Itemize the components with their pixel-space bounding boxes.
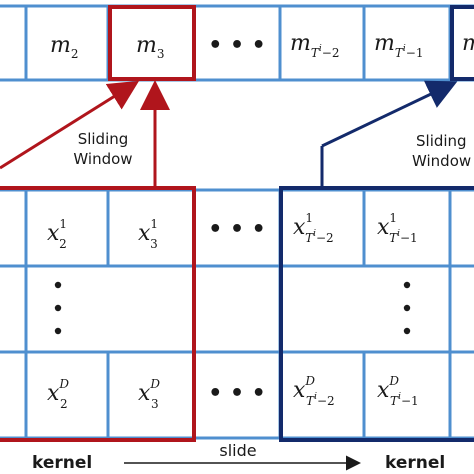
right-arrows — [320, 80, 458, 186]
mT-2-label: mTi−2 — [290, 31, 339, 60]
output-cell-m2 — [24, 4, 110, 82]
vertical-ellipsis-left — [54, 281, 62, 335]
navy-diagonal-arrow — [321, 80, 458, 148]
vertical-ellipsis-right — [403, 281, 411, 335]
input-row1-partial-right — [448, 188, 474, 268]
input-rowD-partial-left — [0, 350, 28, 440]
sliding-window-right-line2: Window — [412, 152, 471, 170]
input-row1-partial-left — [0, 188, 28, 268]
left-arrows — [0, 80, 170, 186]
highlight-m-next — [450, 5, 474, 81]
highlight-m3 — [108, 5, 196, 81]
input-mid-right — [278, 264, 452, 354]
kernel-label-left: kernel — [32, 453, 92, 473]
kernel-label-right: kernel — [385, 453, 445, 473]
input-mid-left — [24, 264, 196, 354]
input-cell-x3-D — [106, 350, 196, 440]
output-cell-dots — [192, 4, 282, 82]
red-diagonal-arrow — [0, 80, 140, 170]
input-grid — [0, 188, 474, 440]
input-mid-center — [192, 264, 282, 354]
output-cell-mT-1 — [362, 4, 452, 82]
sliding-window-right-line1: Sliding — [416, 132, 467, 150]
m2-label: m2 — [50, 33, 79, 61]
slide-label: slide — [219, 441, 256, 460]
input-rowD-partial-right — [448, 350, 474, 440]
input-ellipsis-rowD: • • • — [208, 381, 266, 406]
input-mid-partial-left — [0, 264, 28, 354]
sliding-window-left-line1: Sliding — [78, 130, 129, 148]
sliding-window-left-line2: Window — [73, 150, 132, 168]
kernel-window-red — [0, 186, 196, 442]
m3-label: m3 — [136, 33, 165, 61]
mT-1-label: mTi−1 — [374, 31, 423, 60]
output-ellipsis: • • • — [208, 33, 266, 58]
input-mid-partial-right — [448, 264, 474, 354]
output-row: m2 m3 • • • mTi−2 mTi−1 m — [0, 4, 474, 82]
m-next-label: m — [462, 31, 474, 56]
kernel-window-navy — [279, 186, 474, 442]
input-ellipsis-row1: • • • — [208, 217, 266, 242]
input-cell-x2-D — [24, 350, 110, 440]
output-cell-partial-left — [0, 4, 28, 82]
